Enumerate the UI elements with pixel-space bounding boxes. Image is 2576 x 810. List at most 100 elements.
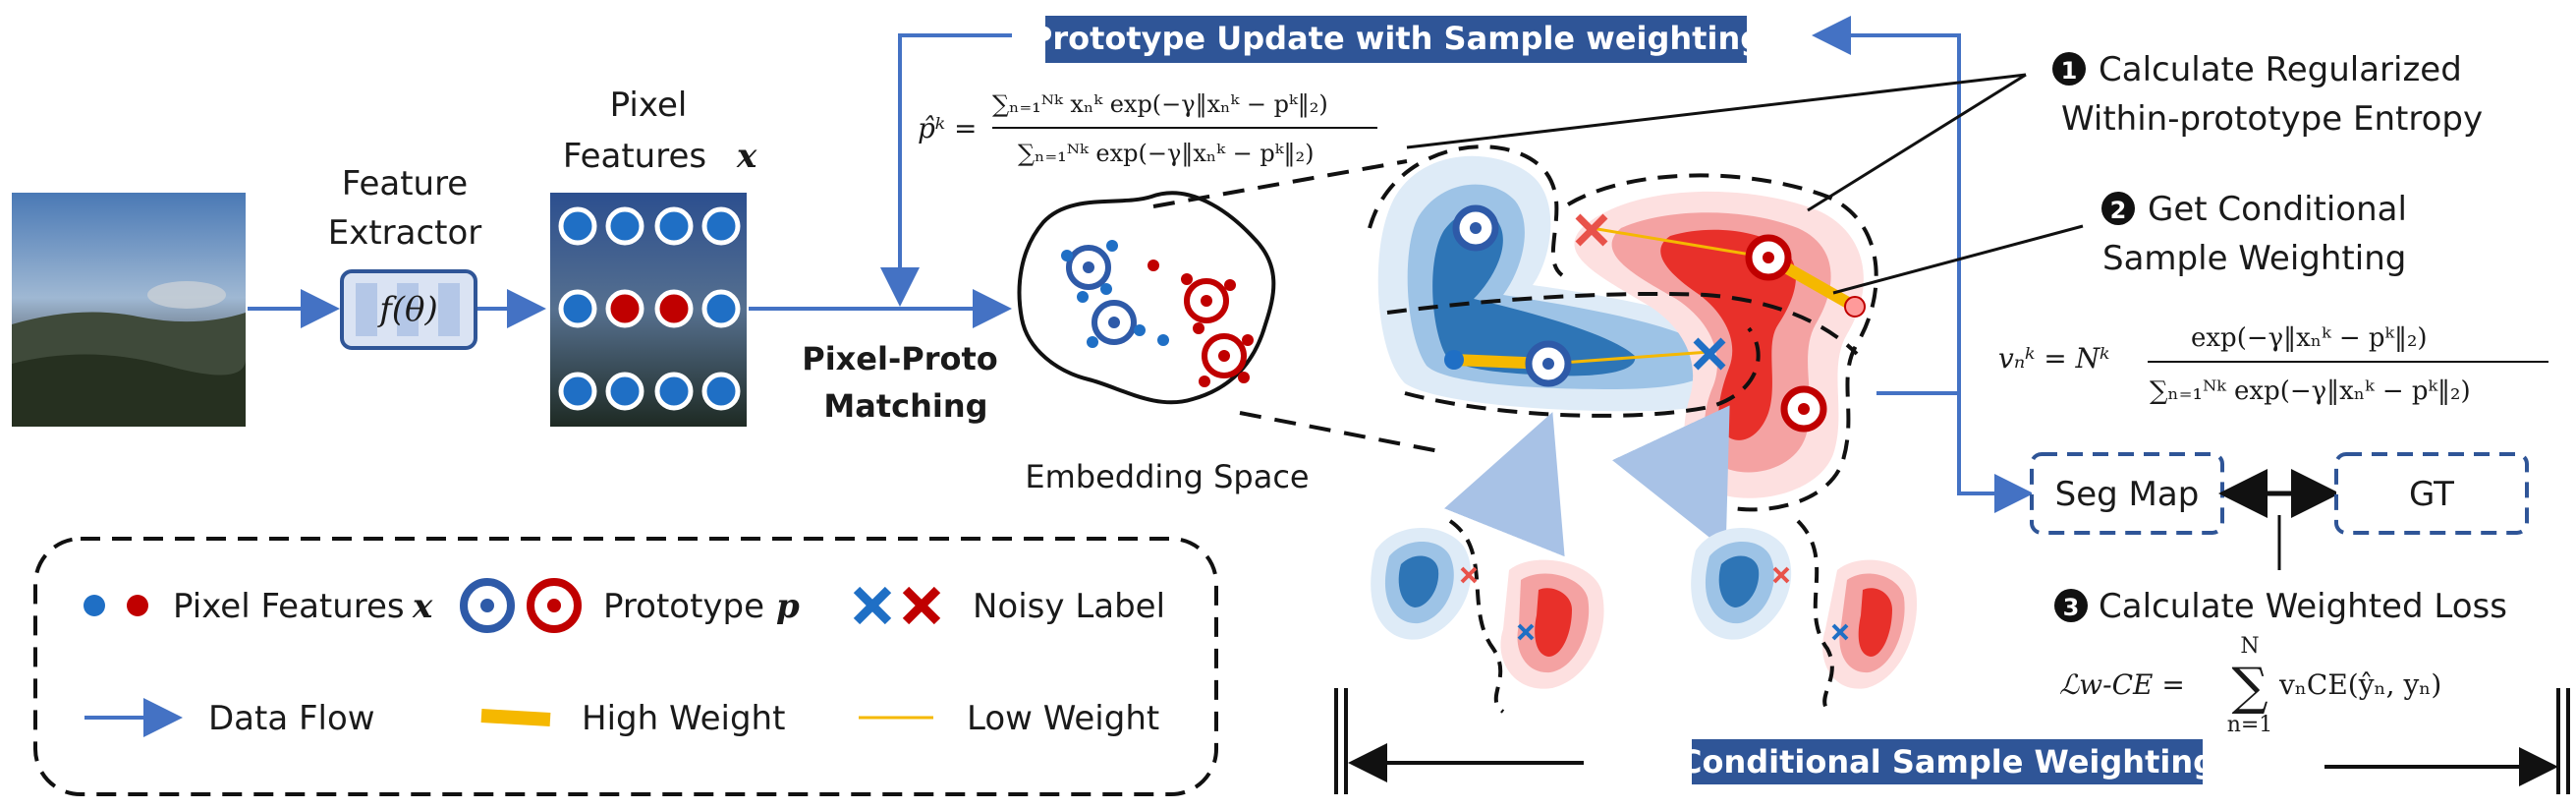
proto-blue-1 <box>1452 204 1499 252</box>
legend-high-weight: High Weight <box>582 699 785 738</box>
legend-red-dot <box>127 595 148 616</box>
proto-formula-lhs: p̂ᵏ = <box>918 112 978 145</box>
grid-blue-pixel <box>654 206 694 246</box>
banner-top-text: Prototype Update with Sample weighting <box>1030 20 1763 57</box>
weight-formula-den: ∑ₙ₌₁ᴺᵏ exp(−γ‖xₙᵏ − pᵏ‖₂) <box>2150 376 2471 406</box>
proto-formula-den: ∑ₙ₌₁ᴺᵏ exp(−γ‖xₙᵏ − pᵏ‖₂) <box>1018 140 1314 168</box>
legend-pixel-var: x <box>412 587 433 626</box>
grid-red-pixel <box>654 289 694 328</box>
matching-label-2: Matching <box>823 387 987 425</box>
bottom-bracket <box>1334 688 2570 794</box>
banner-top: Prototype Update with Sample weighting <box>1030 16 1763 63</box>
legend-proto-red <box>527 578 582 633</box>
step-3-line1: Calculate Weighted Loss <box>2099 587 2507 626</box>
pixel-point-blue <box>1444 350 1464 370</box>
boundary-blue-bottom <box>1404 326 1761 418</box>
legend-prototype: Prototype <box>603 587 764 626</box>
low-weight-red <box>1591 226 1769 260</box>
extractor-title-2: Extractor <box>328 213 482 253</box>
step-1-num: 1 <box>2061 57 2078 85</box>
step1-connector-b <box>1807 73 2027 212</box>
embedding-label: Embedding Space <box>1025 458 1309 495</box>
legend-pixel-features: Pixel Features <box>173 587 405 626</box>
noisy-label-red-x <box>1575 213 1608 247</box>
embedding-space <box>1017 191 1276 405</box>
grid-red-pixel <box>605 289 644 328</box>
small-cluster-right <box>1691 519 1918 714</box>
input-image <box>12 193 246 427</box>
weight-formula-lhs: vₙᵏ = Nᵏ <box>1998 342 2109 375</box>
gt-label: GT <box>2409 475 2454 514</box>
banner-bottom-text: Conditional Sample Weighting <box>1679 743 2215 781</box>
loss-formula-rhs: vₙCE(ŷₙ, yₙ) <box>2278 668 2441 701</box>
grid-blue-pixel <box>701 289 741 328</box>
gt-box: GT <box>2334 452 2529 535</box>
pixel-features-title-1: Pixel <box>610 86 688 125</box>
banner-bottom: Conditional Sample Weighting <box>1679 739 2215 784</box>
step1-connector-a <box>1406 73 2027 149</box>
boundary-red <box>1566 173 1878 512</box>
loss-formula-lhs: ℒw-CE = <box>2059 668 2185 701</box>
zoom-line-bottom <box>1239 411 1445 454</box>
proto-red-1 <box>1745 234 1792 281</box>
pixel-features-title-2: Features <box>563 137 706 176</box>
step-1: 1 Calculate Regularized Within-prototype… <box>2052 50 2483 139</box>
extractor-box: f(θ) <box>340 269 477 350</box>
grid-blue-pixel <box>605 206 644 246</box>
step-2-line1: Get Conditional <box>2148 190 2407 229</box>
legend-blue-x <box>853 586 892 625</box>
pixel-feature-grid <box>550 193 747 427</box>
down-light-arrow <box>1611 405 1730 550</box>
legend-data-flow: Data Flow <box>208 699 375 738</box>
proto-formula: p̂ᵏ = ∑ₙ₌₁ᴺᵏ xₙᵏ exp(−γ‖xₙᵏ − pᵏ‖₂) ∑ₙ₌₁… <box>918 90 1377 168</box>
loss-sum-top: N <box>2240 634 2259 659</box>
segmap-arrow <box>1957 393 2034 513</box>
zoom-line-top <box>1152 159 1408 208</box>
proto-red-2 <box>1780 385 1827 433</box>
legend-noisy-label: Noisy Label <box>973 587 1165 626</box>
proto-blue-2 <box>1525 340 1572 387</box>
legend-high-weight-line <box>480 709 551 726</box>
legend-blue-dot <box>84 595 105 616</box>
step2-connector <box>1832 224 2084 295</box>
step-3: 3 Calculate Weighted Loss <box>2054 587 2507 626</box>
grid-blue-pixel <box>701 206 741 246</box>
update-loop-arrow <box>880 33 1012 307</box>
seg-map-box: Seg Map <box>2030 452 2224 535</box>
legend-low-weight: Low Weight <box>967 699 1159 738</box>
boundary-blue-top <box>1368 145 1564 277</box>
noisy-label-blue-x <box>1693 337 1726 371</box>
low-weight-blue <box>1547 350 1710 366</box>
weight-formula-num: exp(−γ‖xₙᵏ − pᵏ‖₂) <box>2191 323 2428 353</box>
step-2-num: 2 <box>2110 197 2127 224</box>
up-light-arrow <box>1444 412 1565 557</box>
loss-sum: ∑ <box>2231 658 2268 717</box>
step-3-num: 3 <box>2063 594 2080 621</box>
step-2-line2: Sample Weighting <box>2102 239 2406 278</box>
weight-formula: vₙᵏ = Nᵏ exp(−γ‖xₙᵏ − pᵏ‖₂) ∑ₙ₌₁ᴺᵏ exp(−… <box>1998 323 2548 406</box>
grid-blue-pixel <box>558 206 597 246</box>
grid-blue-pixel <box>701 372 741 411</box>
step-1-line2: Within-prototype Entropy <box>2061 99 2483 139</box>
seg-map-label: Seg Map <box>2055 475 2200 514</box>
proto-formula-num: ∑ₙ₌₁ᴺᵏ xₙᵏ exp(−γ‖xₙᵏ − pᵏ‖₂) <box>992 90 1328 119</box>
step-1-line1: Calculate Regularized <box>2099 50 2462 89</box>
grid-blue-pixel <box>654 372 694 411</box>
legend: Pixel Features x Prototype p Noisy Label… <box>33 537 1218 796</box>
pixel-features-var: x <box>736 137 757 176</box>
grid-blue-pixel <box>558 289 597 328</box>
legend-prototype-var: p <box>776 587 800 626</box>
grid-blue-pixel <box>558 372 597 411</box>
loss-sum-bottom: n=1 <box>2227 713 2273 737</box>
boundary-middle <box>1386 291 1859 356</box>
feedback-arrow-top <box>1812 16 1961 393</box>
pixel-point-red <box>1844 296 1866 318</box>
step-2: 2 Get Conditional Sample Weighting <box>2101 190 2407 278</box>
matching-label-1: Pixel-Proto <box>802 340 998 377</box>
loss-formula: ℒw-CE = N ∑ n=1 vₙCE(ŷₙ, yₙ) <box>2059 634 2441 737</box>
legend-red-x <box>902 586 941 625</box>
legend-proto-blue <box>460 578 515 633</box>
extractor-func: f(θ) <box>376 290 438 329</box>
small-cluster-left <box>1371 519 1604 714</box>
